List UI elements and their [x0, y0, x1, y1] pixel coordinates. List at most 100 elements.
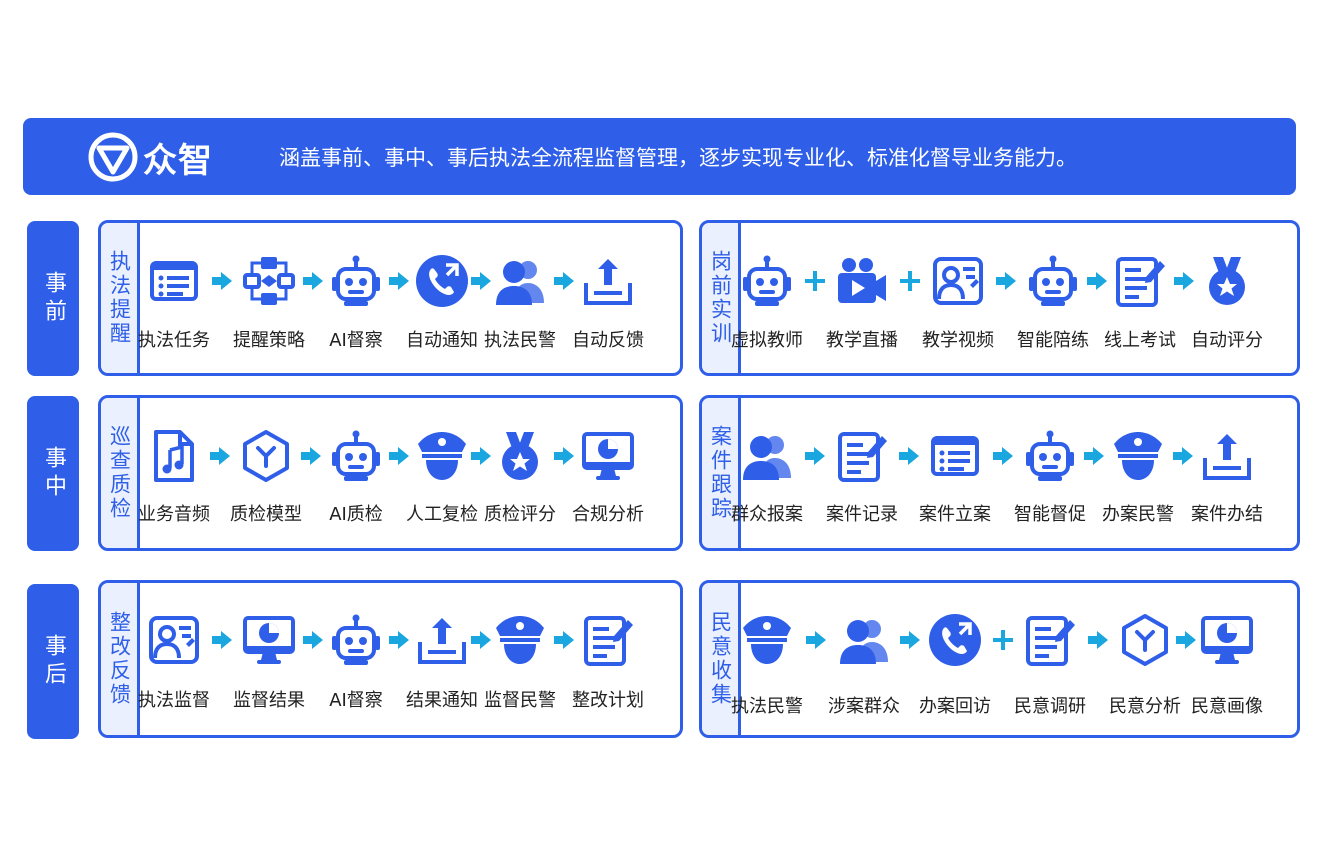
phone-icon [927, 612, 983, 668]
step-label: 监督结果 [233, 690, 305, 711]
plus-connector-icon [899, 270, 921, 292]
arrow-connector-icon [995, 270, 1017, 292]
slogan: 涵盖事前、事中、事后执法全流程监督管理，逐步实现专业化、标准化督导业务能力。 [279, 146, 1077, 170]
arrow-connector-icon [1175, 629, 1197, 651]
step-label: 办案回访 [919, 696, 991, 717]
step-label: 民意画像 [1191, 696, 1263, 717]
robot-icon [328, 253, 384, 309]
step-label: 涉案群众 [828, 696, 900, 717]
step-label: 办案民警 [1102, 504, 1174, 525]
list-card-icon [927, 428, 983, 484]
monitor-chart-icon [580, 428, 636, 484]
step-label: 智能陪练 [1017, 330, 1089, 351]
step-label: AI督察 [329, 690, 383, 711]
arrow-connector-icon [1172, 445, 1194, 467]
step-label: 人工复检 [406, 504, 478, 525]
monitor-chart-icon [241, 612, 297, 668]
step-label: 群众报案 [731, 504, 803, 525]
arrow-connector-icon [211, 270, 233, 292]
step-label: 质检模型 [230, 504, 302, 525]
panel-title: 岗前实训 [702, 223, 741, 373]
step-label: 自动通知 [406, 330, 478, 351]
step-label: 执法民警 [484, 330, 556, 351]
arrow-connector-icon [302, 270, 324, 292]
people-icon [492, 253, 548, 309]
panel-title: 案件跟踪 [702, 398, 741, 548]
robot-icon [328, 612, 384, 668]
edit-form-icon [834, 428, 890, 484]
phase-label: 事前 [41, 270, 66, 327]
edit-form-icon [1022, 612, 1078, 668]
arrow-connector-icon [211, 629, 233, 651]
arrow-connector-icon [209, 445, 231, 467]
arrow-connector-icon [553, 270, 575, 292]
panel-title-text: 整改反馈 [107, 611, 132, 707]
phase-during: 事中 [27, 396, 79, 551]
step-label: 自动评分 [1191, 330, 1263, 351]
video-camera-icon [834, 253, 890, 309]
panel-title-text: 民意收集 [708, 611, 733, 707]
phone-icon [414, 253, 470, 309]
people-icon [836, 612, 892, 668]
arrow-connector-icon [1173, 270, 1195, 292]
robot-icon [328, 428, 384, 484]
panel-title-text: 岗前实训 [708, 250, 733, 346]
arrow-connector-icon [470, 270, 492, 292]
person-card-icon [930, 253, 986, 309]
step-label: 案件记录 [826, 504, 898, 525]
arrow-connector-icon [553, 629, 575, 651]
panel-title-text: 巡查质检 [107, 425, 132, 521]
police-icon [739, 612, 795, 668]
arrow-connector-icon [388, 629, 410, 651]
phase-after: 事后 [27, 584, 79, 739]
arrow-connector-icon [388, 270, 410, 292]
arrow-connector-icon [300, 445, 322, 467]
step-label: 虚拟教师 [731, 330, 803, 351]
arrow-connector-icon [804, 445, 826, 467]
person-card-icon [146, 612, 202, 668]
flow-panel: 巡查质检 [98, 395, 683, 551]
panel-title: 民意收集 [702, 583, 741, 735]
panel-title-text: 案件跟踪 [708, 425, 733, 521]
step-label: 执法任务 [138, 330, 210, 351]
phase-label: 事后 [41, 633, 66, 690]
hexagon-icon [1117, 612, 1173, 668]
hexagon-icon [238, 428, 294, 484]
brand-logo: 众智 [87, 132, 237, 182]
flow-panel: 案件跟踪 [699, 395, 1300, 551]
arrow-connector-icon [1086, 270, 1108, 292]
arrow-connector-icon [553, 445, 575, 467]
arrow-connector-icon [388, 445, 410, 467]
banner: 众智 涵盖事前、事中、事后执法全流程监督管理，逐步实现专业化、标准化督导业务能力… [23, 118, 1296, 195]
step-label: 提醒策略 [233, 330, 305, 351]
arrow-connector-icon [898, 445, 920, 467]
flow-panel: 民意收集 [699, 580, 1300, 738]
arrow-connector-icon [1087, 629, 1109, 651]
phase-before: 事前 [27, 221, 79, 376]
step-label: 民意分析 [1109, 696, 1181, 717]
audio-file-icon [146, 428, 202, 484]
step-label: 线上考试 [1104, 330, 1176, 351]
edit-form-icon [1112, 253, 1168, 309]
brand-mark-icon [88, 132, 138, 182]
arrow-connector-icon [470, 629, 492, 651]
robot-icon [1025, 253, 1081, 309]
step-label: 自动反馈 [572, 330, 644, 351]
step-label: 监督民警 [484, 690, 556, 711]
upload-tray-icon [1199, 428, 1255, 484]
step-label: 合规分析 [572, 504, 644, 525]
arrow-connector-icon [805, 629, 827, 651]
step-label: 智能督促 [1014, 504, 1086, 525]
panel-title-text: 执法提醒 [107, 250, 132, 346]
arrow-connector-icon [1083, 445, 1105, 467]
arrow-connector-icon [302, 629, 324, 651]
arrow-connector-icon [899, 629, 921, 651]
police-icon [414, 428, 470, 484]
medal-icon [1199, 253, 1255, 309]
arrow-connector-icon [992, 445, 1014, 467]
plus-connector-icon [804, 270, 826, 292]
phase-label: 事中 [41, 445, 66, 502]
panel-title: 整改反馈 [101, 583, 140, 735]
list-card-icon [146, 253, 202, 309]
police-icon [1110, 428, 1166, 484]
